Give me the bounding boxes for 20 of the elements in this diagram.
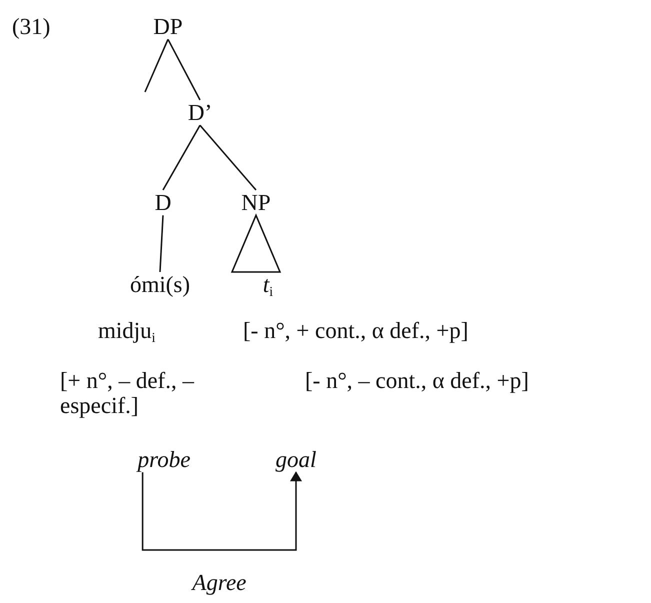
word: ómi(s) xyxy=(130,272,190,298)
agree-arrow xyxy=(142,471,302,551)
branch-line xyxy=(167,38,201,100)
tree-label: D’ xyxy=(188,100,212,126)
feature-bundle: [- n°, + cont., α def., +p] xyxy=(243,318,468,344)
goal-label: goal xyxy=(276,447,316,472)
triangle-branch xyxy=(230,213,282,273)
tree-label: NP xyxy=(241,190,271,216)
tree-label: D xyxy=(154,190,172,216)
trace: t$_{i}$ xyxy=(262,272,274,298)
feature-bundle: [- n°, – cont., α def., +p] xyxy=(305,368,529,394)
example-number: (31) xyxy=(12,14,50,40)
branch-line xyxy=(199,124,257,190)
tree-label: DP xyxy=(153,14,183,40)
branch-line xyxy=(144,39,169,92)
word: midju$_{i}$ xyxy=(98,318,156,344)
probe-label: probe xyxy=(138,447,190,472)
branch-line xyxy=(162,124,201,190)
feature-bundle: [+ n°, – def., – especif.] xyxy=(60,368,196,419)
branch-line xyxy=(159,215,164,272)
